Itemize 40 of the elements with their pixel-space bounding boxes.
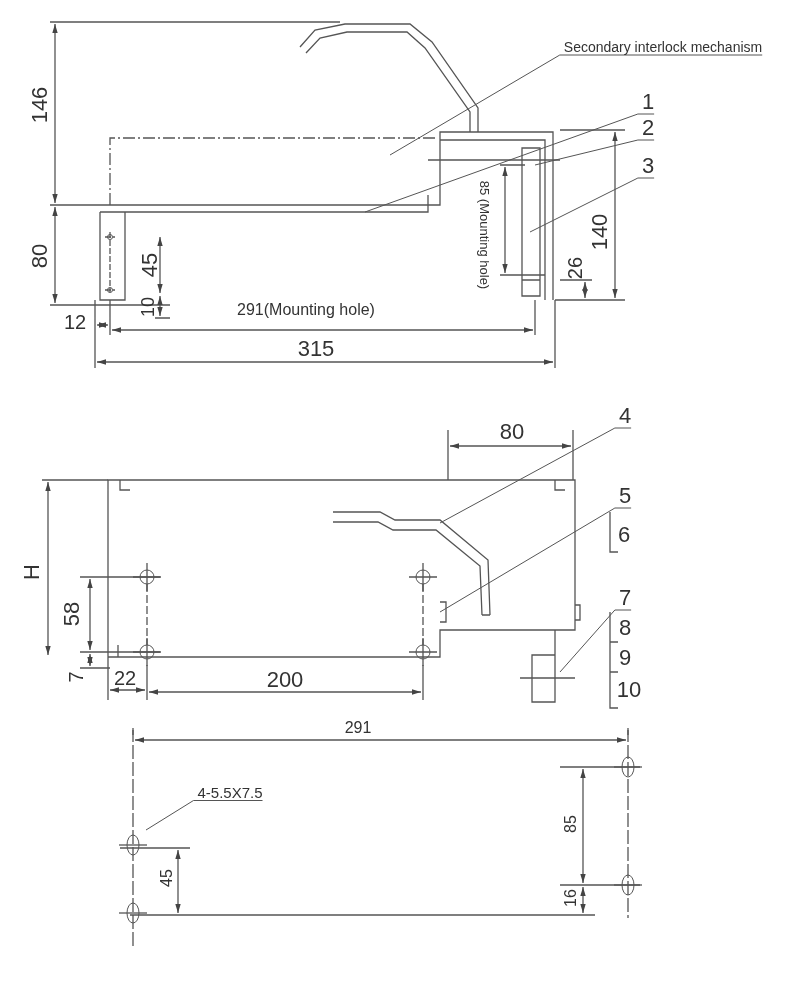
dimension-label: 22 bbox=[113, 668, 137, 688]
dimension-label: 80 bbox=[29, 243, 51, 269]
dimension-label: 45 bbox=[159, 869, 175, 887]
callout-number: 7 bbox=[618, 587, 632, 609]
callout-number: 6 bbox=[617, 524, 631, 546]
dimension-label: 12 bbox=[63, 312, 87, 332]
dimension-label: 291 bbox=[344, 720, 372, 736]
dimension-label: 291(Mounting hole) bbox=[237, 302, 375, 318]
leader-line bbox=[439, 507, 632, 613]
dimension-label: 146 bbox=[29, 86, 51, 124]
dimension-label: 85 (Mounting hole) bbox=[477, 180, 491, 290]
callout-number: 3 bbox=[641, 155, 655, 177]
leader-line bbox=[364, 113, 655, 213]
dimension-label: 85 bbox=[563, 815, 579, 833]
callout-number: 5 bbox=[618, 485, 632, 507]
dimension-label: 200 bbox=[266, 669, 304, 691]
leader-line bbox=[389, 54, 763, 156]
dimension-label: H bbox=[21, 564, 43, 580]
callout-number: 1 bbox=[641, 91, 655, 113]
leader-line bbox=[529, 177, 655, 233]
dimension-label: 140 bbox=[589, 213, 611, 251]
callout-number: 8 bbox=[618, 617, 632, 639]
callout-label: Secondary interlock mechanism bbox=[563, 40, 763, 54]
dimension-label: 10 bbox=[139, 297, 157, 317]
dimension-label: 7 bbox=[66, 671, 86, 683]
dimension-label: 58 bbox=[61, 601, 83, 627]
dimension-label: 45 bbox=[139, 252, 161, 278]
leader-line bbox=[559, 609, 632, 673]
dimension-label: 26 bbox=[565, 256, 585, 280]
callout-number: 2 bbox=[641, 117, 655, 139]
leader-line bbox=[145, 800, 263, 831]
dimension-label: 80 bbox=[499, 421, 525, 443]
callout-number: 10 bbox=[616, 679, 642, 701]
leader-line bbox=[534, 139, 655, 166]
callout-number: 9 bbox=[618, 647, 632, 669]
dimension-label: 315 bbox=[297, 338, 335, 360]
dimension-label: 16 bbox=[563, 889, 579, 907]
hole-size-label: 4-5.5X7.5 bbox=[197, 784, 263, 800]
leader-line bbox=[439, 427, 632, 524]
callout-number: 4 bbox=[618, 405, 632, 427]
